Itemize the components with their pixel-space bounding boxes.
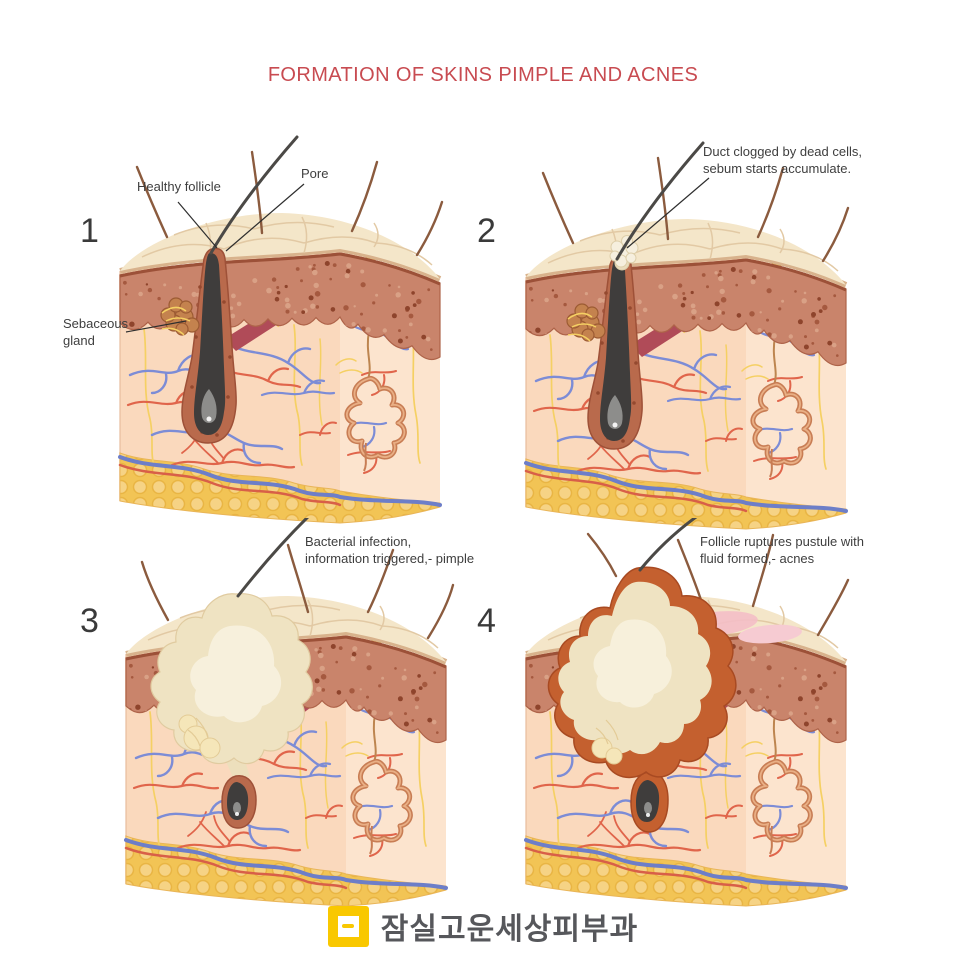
body-hair — [135, 165, 169, 239]
body-hair — [821, 206, 850, 263]
border-artery — [124, 846, 348, 890]
hair-follicle — [194, 253, 226, 435]
clinic-logo-icon — [327, 905, 369, 947]
label-bacterial-infection: Bacterial infection, information trigger… — [305, 534, 475, 566]
body-hair — [656, 156, 670, 241]
body-hair — [350, 160, 379, 233]
hair-shaft — [209, 135, 299, 255]
label-follicle-ruptures: Follicle ruptures pustule with fluid for… — [700, 534, 865, 566]
body-hair — [816, 578, 850, 637]
stage-1-panel: 1 Healthy follicle Pore Sebaceous gland — [20, 130, 470, 560]
sebaceous-gland — [160, 297, 200, 336]
body-hair — [286, 543, 310, 614]
body-hair — [366, 548, 395, 614]
stage-2-panel: 2 Duct clogged by dead cells, sebum star… — [455, 130, 905, 560]
label-duct-clogged: Duct clogged by dead cells, sebum starts… — [703, 144, 862, 176]
body-hair — [250, 150, 264, 235]
hair-follicle — [600, 259, 632, 441]
skin-surface — [120, 213, 440, 279]
label-pore: Pore — [301, 166, 329, 181]
border-artery — [524, 846, 748, 890]
body-hair — [140, 560, 170, 622]
skin-block — [524, 518, 850, 907]
skin-illustration-stage-4 — [524, 518, 850, 907]
stage-1-number: 1 — [80, 212, 99, 250]
pointer-line — [125, 320, 187, 333]
sebaceous-gland — [566, 303, 606, 342]
stage-4-panel: 4 Follicle ruptures pustule with fluid f… — [455, 518, 905, 948]
skin-illustration-stage-3 — [124, 518, 455, 907]
label-sebaceous-gland: Sebaceous gland — [63, 316, 129, 348]
border-vein — [124, 838, 448, 890]
hair-shaft — [236, 518, 310, 598]
body-hair — [586, 532, 618, 578]
border-vein — [524, 461, 848, 513]
skin-block — [524, 141, 850, 530]
border-vein — [118, 455, 442, 507]
clinic-name: 잠실고운세상피부과 — [380, 913, 639, 946]
hair-shaft — [615, 141, 705, 261]
skin-illustration-stage-1 — [118, 135, 444, 524]
pointer-line — [177, 201, 218, 249]
stage-2-number: 2 — [477, 212, 496, 250]
body-hair — [756, 166, 785, 239]
pustule — [150, 518, 313, 829]
border-artery — [118, 463, 342, 507]
skin-block — [118, 135, 444, 524]
footer-branding: 잠실고운세상피부과 — [0, 904, 966, 948]
body-hair — [751, 533, 775, 608]
hair-shaft — [638, 518, 698, 572]
dash-icon — [342, 924, 355, 928]
page-title: FORMATION OF SKINS PIMPLE AND ACNES — [267, 64, 699, 86]
border-artery — [524, 469, 748, 513]
skin-illustration-stage-2 — [524, 141, 850, 530]
pointer-line — [626, 177, 710, 249]
body-hair — [415, 200, 444, 257]
skin-block — [124, 518, 455, 907]
stage-4-number: 4 — [477, 602, 496, 640]
stage-3-panel: 3 Bacterial infection, information trigg… — [20, 518, 474, 948]
body-hair — [426, 583, 455, 640]
ruptured-pustule — [547, 518, 737, 833]
skin-surface — [526, 219, 846, 285]
stage-3-number: 3 — [80, 602, 99, 640]
label-healthy-follicle: Healthy follicle — [137, 179, 221, 194]
border-vein — [524, 838, 848, 890]
body-hair — [541, 171, 575, 245]
pointer-line — [225, 183, 305, 252]
